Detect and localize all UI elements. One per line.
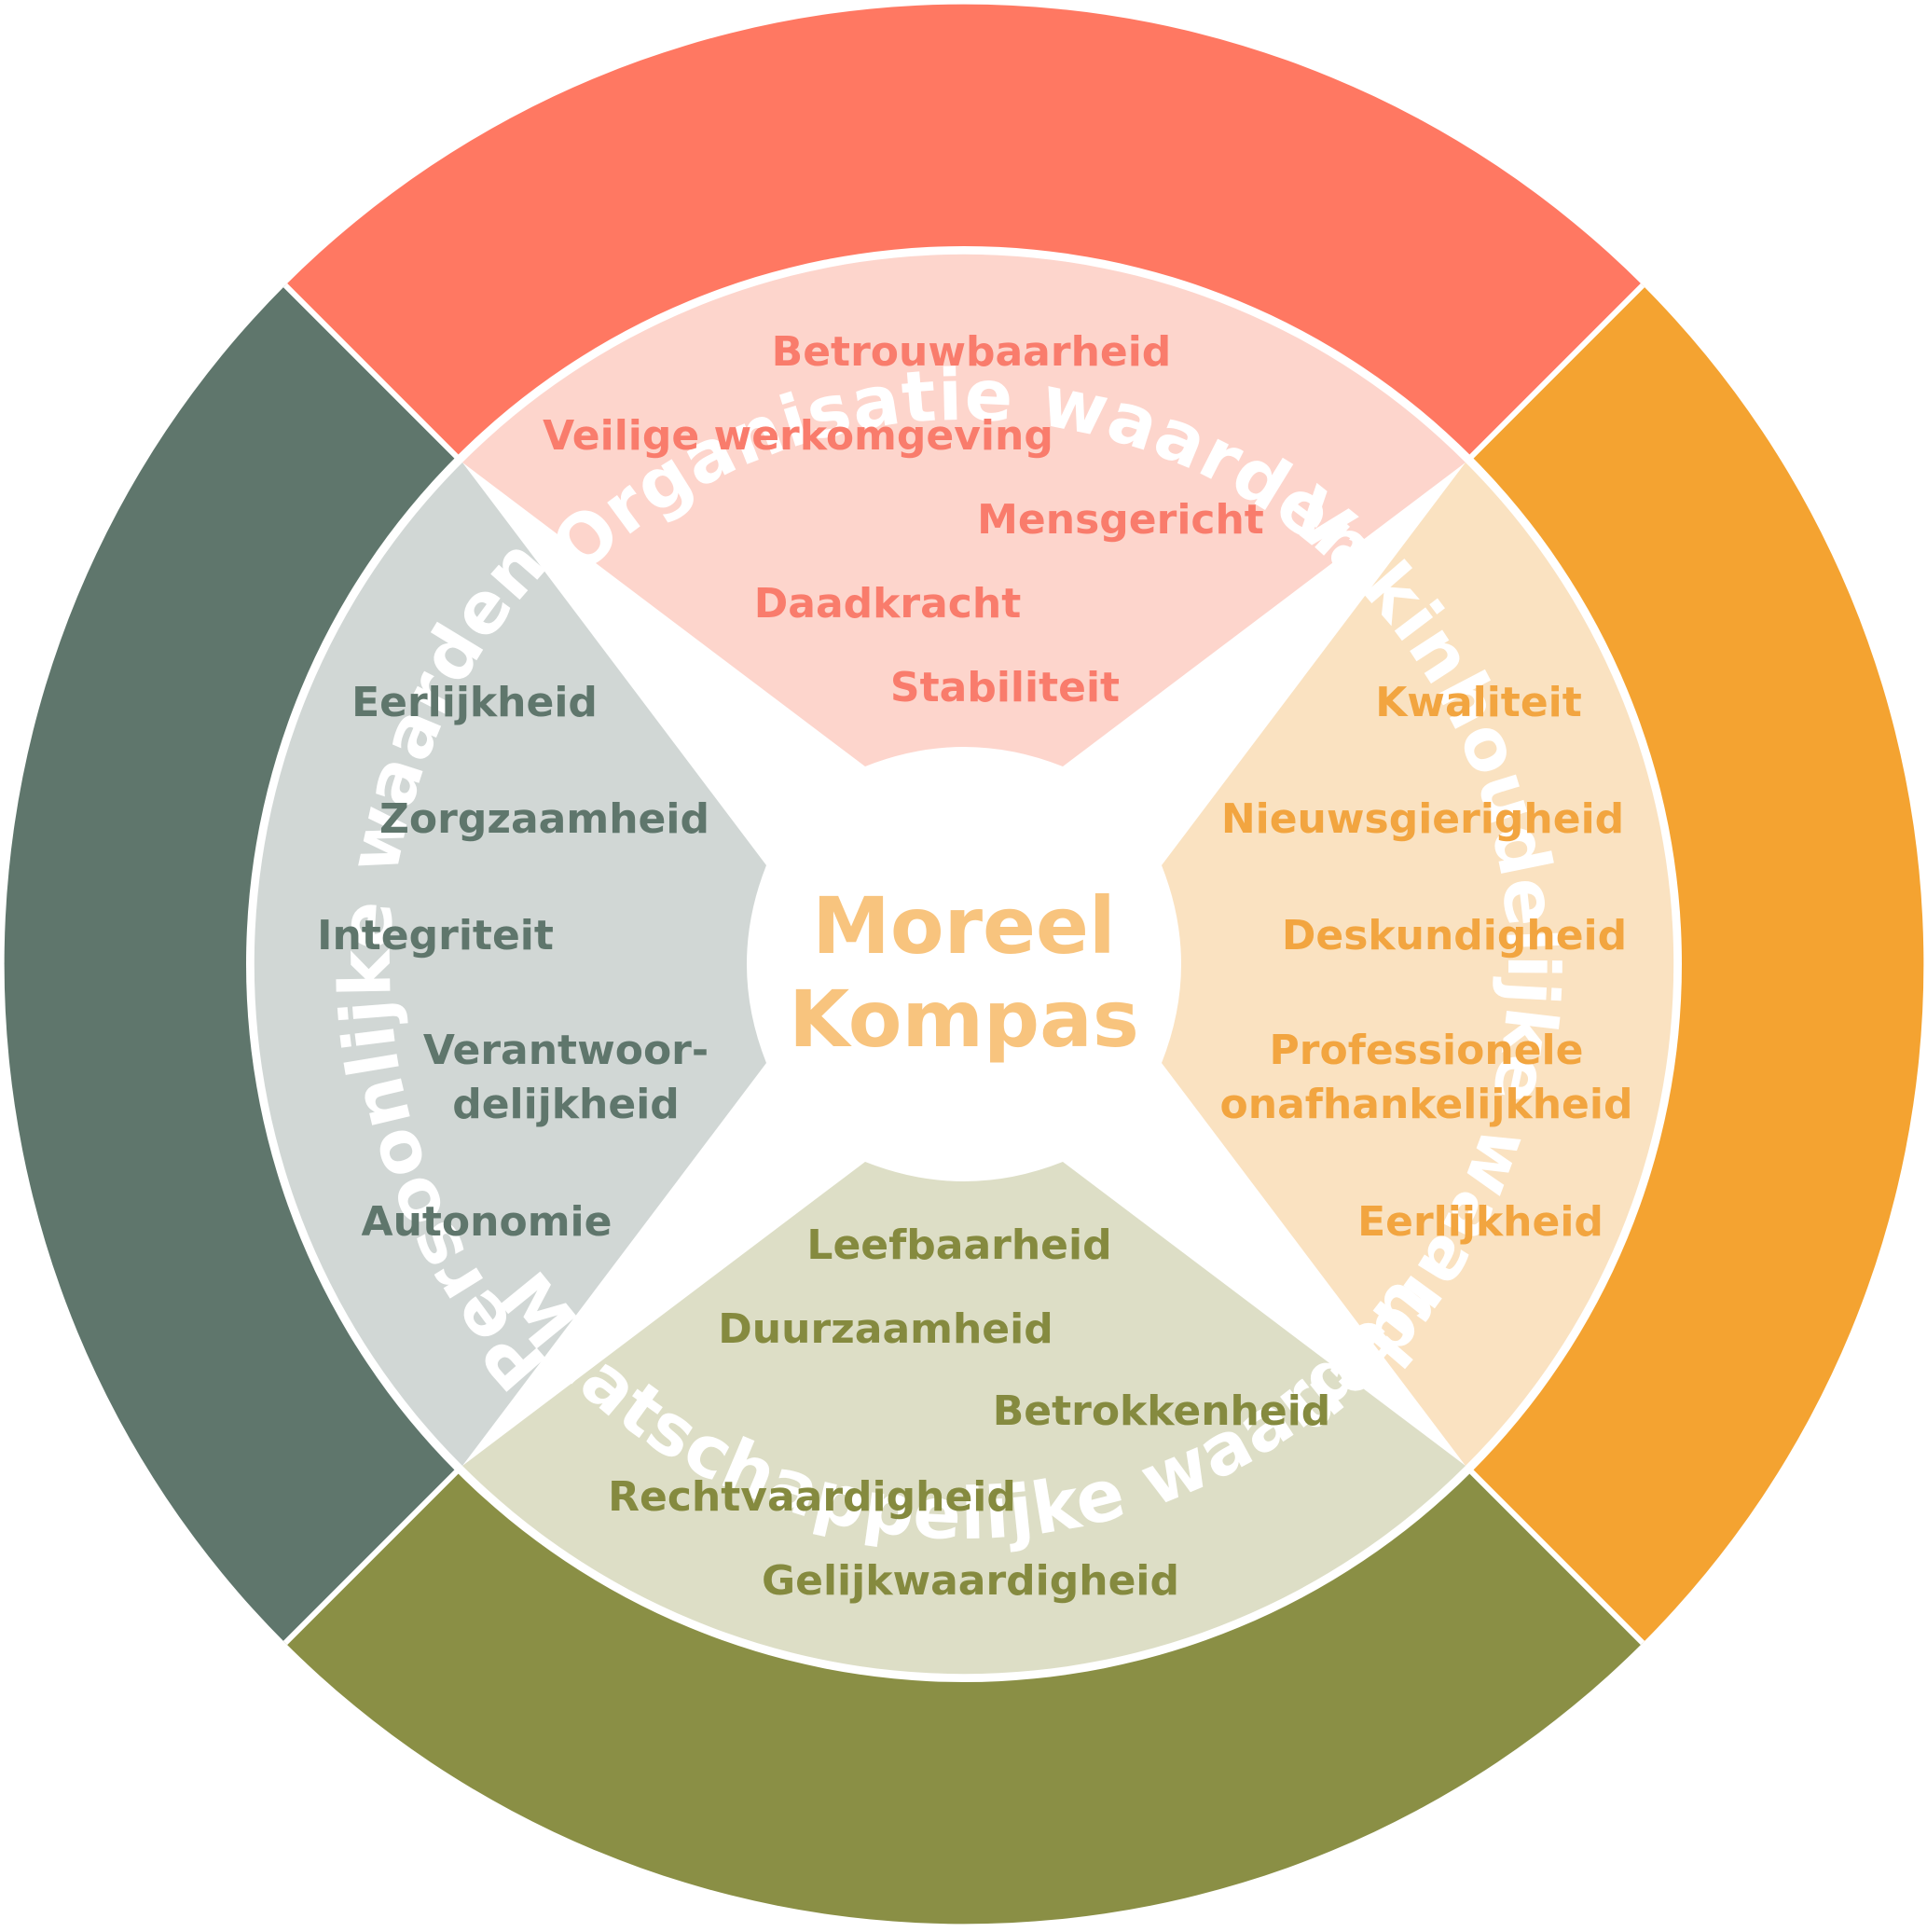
value-item: Rechtvaardigheid xyxy=(608,1473,1016,1521)
value-item: Duurzaamheid xyxy=(718,1305,1053,1353)
value-item: Gelijkwaardigheid xyxy=(762,1557,1179,1605)
value-item: Betrokkenheid xyxy=(993,1387,1331,1435)
value-item: Zorgzaamheid xyxy=(379,795,709,843)
value-item: Eerlijkheid xyxy=(351,679,598,726)
value-item: Professionele xyxy=(1270,1027,1584,1074)
value-item: Mensgericht xyxy=(977,496,1264,544)
value-item: Stabiliteit xyxy=(890,664,1120,711)
inner-wedge-left xyxy=(254,462,767,1466)
value-item: onafhankelijkheid xyxy=(1220,1081,1633,1128)
value-item: Eerlijkheid xyxy=(1357,1198,1604,1246)
value-item: delijkheid xyxy=(452,1081,680,1128)
value-item: Leefbaarheid xyxy=(806,1221,1111,1269)
center-title-line-1: Moreel xyxy=(812,880,1115,972)
value-item: Nieuwsgierigheid xyxy=(1221,795,1624,843)
inner-wedge-right xyxy=(1162,462,1674,1466)
value-item: Verantwoor- xyxy=(423,1027,709,1074)
center-title-line-2: Kompas xyxy=(789,973,1139,1065)
value-item: Autonomie xyxy=(362,1198,613,1246)
inner-wedge-bottom xyxy=(462,1162,1466,1675)
value-item: Deskundigheid xyxy=(1282,912,1627,959)
value-item: Kwaliteit xyxy=(1375,679,1582,726)
inner-wedge-top xyxy=(462,254,1466,766)
value-item: Integriteit xyxy=(317,912,554,959)
value-item: Daadkracht xyxy=(754,580,1022,628)
value-item: Betrouwbaarheid xyxy=(772,328,1172,376)
value-item: Veilige werkomgeving xyxy=(543,412,1053,460)
